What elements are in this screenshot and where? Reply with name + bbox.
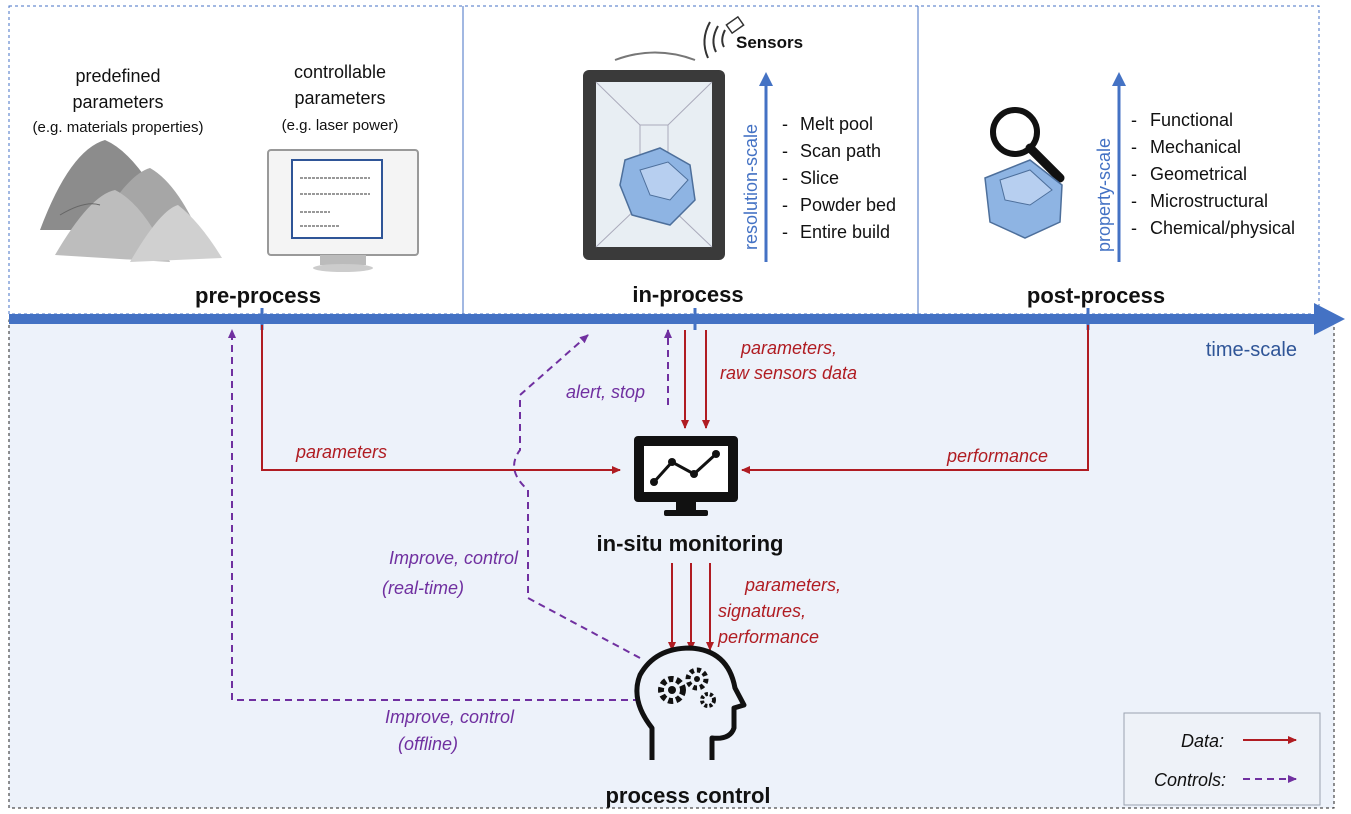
in-process-title: in-process xyxy=(632,282,743,307)
label-post-to-monitor: performance xyxy=(946,446,1048,466)
label-control-offline-2: (offline) xyxy=(398,734,458,754)
magnifier-icon xyxy=(990,107,1065,183)
property-scale-arrowhead xyxy=(1112,72,1126,86)
svg-text:-: - xyxy=(782,222,788,242)
predefined-line-1: predefined xyxy=(75,66,160,86)
arrow-post-to-monitor xyxy=(741,325,1089,474)
sensor-icon xyxy=(703,15,745,59)
svg-text:-: - xyxy=(782,168,788,188)
label-control-realtime-2: (real-time) xyxy=(382,578,464,598)
label-monitor-to-control-3: performance xyxy=(717,627,819,647)
time-scale-label: time-scale xyxy=(1206,339,1297,361)
legend-data-label: Data: xyxy=(1181,731,1224,751)
svg-text:-: - xyxy=(1131,110,1137,130)
resolution-item: Powder bed xyxy=(800,195,896,215)
label-pre-to-monitor: parameters xyxy=(295,442,387,462)
label-monitor-to-control-2: signatures, xyxy=(718,601,806,621)
property-scale-list: -Functional -Mechanical -Geometrical -Mi… xyxy=(1131,110,1295,238)
controllable-line-2: parameters xyxy=(294,88,385,108)
resolution-scale-arrowhead xyxy=(759,72,773,86)
property-scale-label: property-scale xyxy=(1094,138,1114,252)
arrow-pre-to-monitor xyxy=(261,325,621,474)
property-item: Chemical/physical xyxy=(1150,218,1295,238)
process-control-title: process control xyxy=(605,783,770,808)
svg-text:-: - xyxy=(1131,191,1137,211)
property-item: Geometrical xyxy=(1150,164,1247,184)
resolution-scale-label: resolution-scale xyxy=(741,124,761,250)
property-item: Functional xyxy=(1150,110,1233,130)
label-in-to-monitor-2: raw sensors data xyxy=(720,363,857,383)
predefined-line-2: parameters xyxy=(72,92,163,112)
property-item: Microstructural xyxy=(1150,191,1268,211)
predefined-line-3: (e.g. materials properties) xyxy=(33,119,204,136)
svg-text:-: - xyxy=(782,114,788,134)
sensors-label: Sensors xyxy=(736,33,803,52)
monitoring-screen-icon xyxy=(634,436,738,516)
computer-monitor-icon xyxy=(267,149,419,272)
head-gears-icon xyxy=(634,645,747,760)
label-control-offline-1: Improve, control xyxy=(385,707,515,727)
controllable-line-1: controllable xyxy=(294,62,386,82)
label-monitor-to-control-1: parameters, xyxy=(744,575,841,595)
crystal-part-icon-post xyxy=(984,159,1063,239)
controllable-line-3: (e.g. laser power) xyxy=(282,117,399,134)
svg-text:-: - xyxy=(1131,218,1137,238)
svg-text:-: - xyxy=(782,195,788,215)
svg-text:-: - xyxy=(1131,164,1137,184)
property-item: Mechanical xyxy=(1150,137,1241,157)
arrow-control-offline xyxy=(228,329,640,701)
svg-text:-: - xyxy=(1131,137,1137,157)
post-process-title: post-process xyxy=(1027,283,1165,308)
resolution-scale-list: -Melt pool -Scan path -Slice -Powder bed… xyxy=(782,114,896,242)
svg-text:-: - xyxy=(782,141,788,161)
crystal-part-icon xyxy=(619,147,696,226)
resolution-item: Scan path xyxy=(800,141,881,161)
data-arrows xyxy=(261,325,1089,651)
resolution-item: Melt pool xyxy=(800,114,873,134)
powder-piles-icon xyxy=(40,140,222,262)
legend-controls-label: Controls: xyxy=(1154,770,1226,790)
resolution-item: Slice xyxy=(800,168,839,188)
label-control-realtime-1: Improve, control xyxy=(389,548,519,568)
control-arrows xyxy=(228,329,672,701)
pre-process-title: pre-process xyxy=(195,283,321,308)
in-situ-monitoring-title: in-situ monitoring xyxy=(597,531,784,556)
arrow-control-realtime xyxy=(513,334,641,659)
legend xyxy=(1123,712,1321,806)
label-in-to-monitor-1: parameters, xyxy=(740,338,837,358)
resolution-item: Entire build xyxy=(800,222,890,242)
label-monitor-to-in: alert, stop xyxy=(566,382,645,402)
